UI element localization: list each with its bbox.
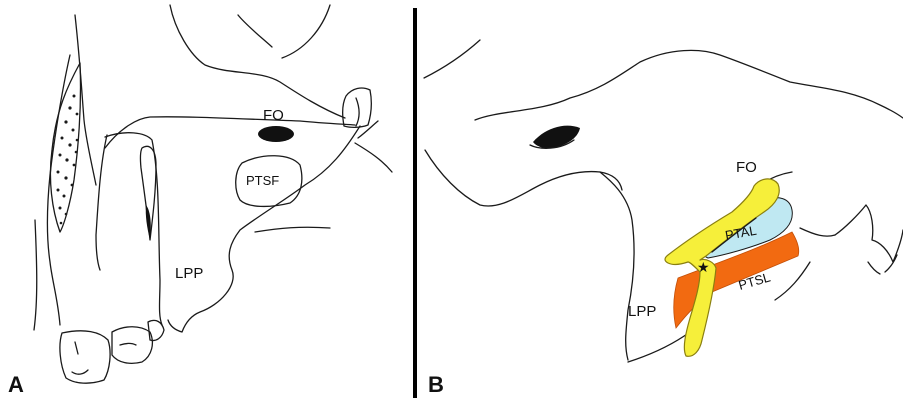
- panel-a-slit-dark: [146, 205, 151, 240]
- panel-b-star-marker: ★: [697, 259, 710, 275]
- panel-a-skull-outline: [34, 5, 392, 332]
- panel-b: FO PTAL PTSL LPP ★ B: [424, 40, 903, 397]
- panel-a-foramen-ovale: [258, 126, 294, 142]
- panel-a-letter: A: [8, 372, 24, 397]
- panel-a-lpp-label: LPP: [175, 265, 203, 282]
- panel-b-dark-foramen: [533, 126, 580, 149]
- panel-b-skull-outline: [424, 40, 903, 362]
- panel-a-ptsf-label: PTSF: [246, 173, 279, 188]
- panel-divider: [413, 8, 417, 398]
- panel-a-dotted-strip: [50, 63, 80, 232]
- panel-b-letter: B: [428, 372, 444, 397]
- panel-b-fo-label: FO: [736, 159, 757, 176]
- panel-a-teeth: [60, 320, 164, 383]
- panel-a-fo-label: FO: [263, 107, 284, 124]
- panel-a: FO PTSF LPP A: [8, 5, 392, 397]
- panel-b-lpp-label: LPP: [628, 303, 656, 320]
